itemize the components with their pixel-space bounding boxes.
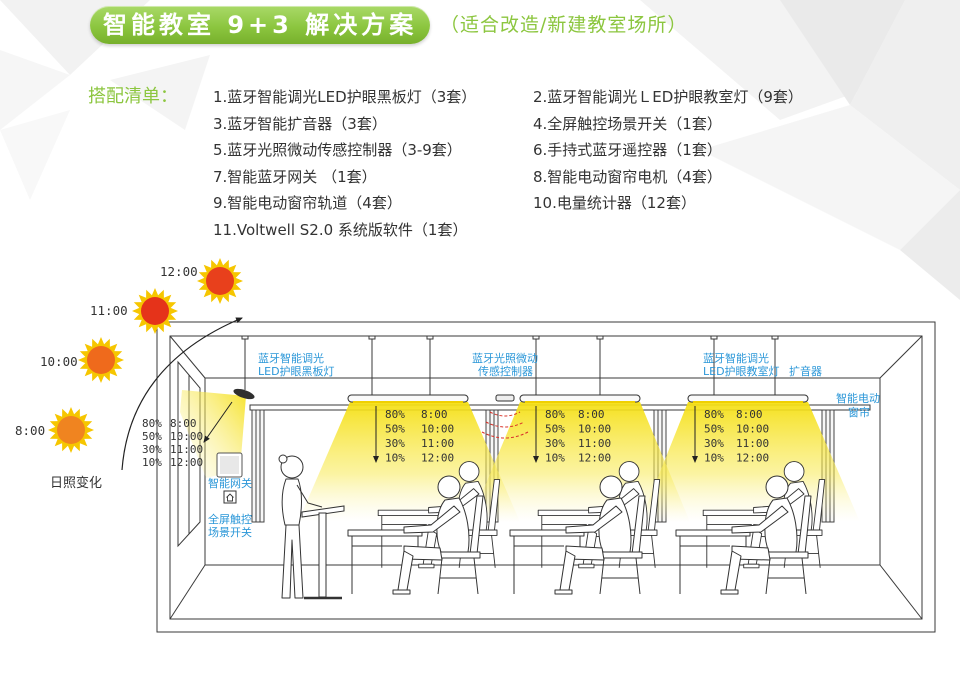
light3-level-time-2: 10:00 xyxy=(736,423,769,436)
sun-path-arrow xyxy=(121,317,243,471)
light2-level-pct-4: 10% xyxy=(545,452,565,465)
light3-level-time-3: 11:00 xyxy=(736,437,769,450)
light-1-levels: 80% 8:00 50% 10:00 30% 11:00 10% 12:00 xyxy=(385,408,454,465)
window-level-time-1: 8:00 xyxy=(170,417,197,430)
window-level-pct-3: 30% xyxy=(142,443,162,456)
light1-level-time-4: 12:00 xyxy=(421,452,454,465)
list-item: 2.蓝牙智能调光ＬED护眼教室灯（9套） xyxy=(533,88,803,106)
sun-time-10: 10:00 xyxy=(40,354,78,369)
label-blackboard-light-1: 蓝牙智能调光 xyxy=(258,351,324,365)
window-level-time-4: 12:00 xyxy=(170,456,203,469)
gateway-device xyxy=(216,452,243,478)
light2-level-time-1: 8:00 xyxy=(578,408,605,421)
list-item: 8.智能电动窗帘电机（4套） xyxy=(533,167,722,186)
label-sensor-1: 蓝牙光照微动 xyxy=(472,351,538,365)
sun-time-12: 12:00 xyxy=(160,264,198,279)
list-item: 10.电量统计器（12套） xyxy=(533,194,696,213)
light2-level-pct-3: 30% xyxy=(545,437,565,450)
light3-level-time-1: 8:00 xyxy=(736,408,763,421)
curtain-left xyxy=(251,409,265,523)
window-level-time-3: 11:00 xyxy=(170,443,203,456)
sun-time-8: 8:00 xyxy=(15,423,45,438)
sun-disc xyxy=(206,267,234,295)
light1-level-time-2: 10:00 xyxy=(421,423,454,436)
light-direction-arrow xyxy=(203,401,233,443)
label-gateway: 智能网关 xyxy=(208,476,252,490)
label-blackboard-light-2: LED护眼黑板灯 xyxy=(258,364,335,378)
light-motion-sensor xyxy=(481,394,529,439)
light3-level-pct-4: 10% xyxy=(704,452,724,465)
sun-8 xyxy=(48,407,94,453)
light1-level-pct-1: 80% xyxy=(385,408,405,421)
light2-level-pct-2: 50% xyxy=(545,423,565,436)
window-levels: 80% 8:00 50% 10:00 30% 11:00 10% 12:00 xyxy=(142,417,203,469)
light3-level-pct-2: 50% xyxy=(704,423,724,436)
title-banner: 智能教室 9+3 解决方案 xyxy=(90,6,430,44)
light3-level-time-4: 12:00 xyxy=(736,452,769,465)
light2-level-pct-1: 80% xyxy=(545,408,565,421)
list-item: 6.手持式蓝牙遥控器（1套） xyxy=(533,141,722,160)
list-item: 11.Voltwell S2.0 系统版软件（1套） xyxy=(213,220,468,239)
label-switch-2: 场景开关 xyxy=(208,525,252,539)
light1-level-time-3: 11:00 xyxy=(421,437,454,450)
label-switch-1: 全屏触控 xyxy=(208,512,252,526)
list-item: 9.智能电动窗帘轨道（4套） xyxy=(213,194,402,213)
light-3-levels: 80% 8:00 50% 10:00 30% 11:00 10% 12:00 xyxy=(704,408,769,465)
list-item: 5.蓝牙光照微动传感控制器（3-9套） xyxy=(213,141,462,160)
list-item: 3.蓝牙智能扩音器（3套） xyxy=(213,114,387,133)
list-item: 4.全屏触控场景开关（1套） xyxy=(533,114,722,133)
light2-level-time-4: 12:00 xyxy=(578,452,611,465)
sun-disc xyxy=(57,416,85,444)
window-level-time-2: 10:00 xyxy=(170,430,203,443)
sunlight-caption: 日照变化 xyxy=(50,475,102,491)
touch-switch-icon xyxy=(223,490,237,504)
light3-level-pct-1: 80% xyxy=(704,408,724,421)
light2-level-time-3: 11:00 xyxy=(578,437,611,450)
sun-time-11: 11:00 xyxy=(90,303,128,318)
window-level-pct-1: 80% xyxy=(142,417,162,430)
light1-level-pct-3: 30% xyxy=(385,437,405,450)
label-speaker: 扩音器 xyxy=(789,364,822,378)
list-item: 1.蓝牙智能调光LED护眼黑板灯（3套） xyxy=(213,88,477,106)
ceiling-rods xyxy=(241,335,779,396)
page-title: 智能教室 9+3 解决方案 xyxy=(103,11,418,39)
light3-level-pct-3: 30% xyxy=(704,437,724,450)
sun-11 xyxy=(132,288,178,334)
window-level-pct-4: 10% xyxy=(142,456,162,469)
list-item: 7.智能蓝牙网关 （1套） xyxy=(213,167,377,186)
label-classroom-light-2: LED护眼教室灯 xyxy=(703,364,780,378)
blackboard-light xyxy=(233,388,255,400)
light1-level-time-1: 8:00 xyxy=(421,408,448,421)
sun-10 xyxy=(78,337,124,383)
light2-level-time-2: 10:00 xyxy=(578,423,611,436)
sun-disc xyxy=(141,297,169,325)
classroom-light-1 xyxy=(347,394,469,403)
package-list-col1: 1.蓝牙智能调光LED护眼黑板灯（3套） 3.蓝牙智能扩音器（3套） 5.蓝牙光… xyxy=(213,87,476,247)
label-curtain-1: 智能电动 xyxy=(836,391,880,405)
page-subtitle: （适合改造/新建教室场所） xyxy=(440,14,688,36)
package-list-col2: 2.蓝牙智能调光ＬED护眼教室灯（9套） 4.全屏触控场景开关（1套） 6.手持… xyxy=(533,87,803,220)
classroom-light-2 xyxy=(519,394,641,403)
label-curtain-2: 窗帘 xyxy=(848,405,870,419)
sun-disc xyxy=(87,346,115,374)
label-sensor-2: 传感控制器 xyxy=(478,364,533,378)
sun-12 xyxy=(197,258,243,304)
classroom-light-3 xyxy=(687,394,809,403)
package-list-label: 搭配清单： xyxy=(88,86,178,107)
background-shapes xyxy=(0,0,960,300)
light1-level-pct-2: 50% xyxy=(385,423,405,436)
light-2-levels: 80% 8:00 50% 10:00 30% 11:00 10% 12:00 xyxy=(545,408,611,465)
teacher-figure xyxy=(278,454,323,599)
podium xyxy=(301,505,345,600)
label-classroom-light-1: 蓝牙智能调光 xyxy=(703,351,769,365)
light1-level-pct-4: 10% xyxy=(385,452,405,465)
window-level-pct-2: 50% xyxy=(142,430,162,443)
